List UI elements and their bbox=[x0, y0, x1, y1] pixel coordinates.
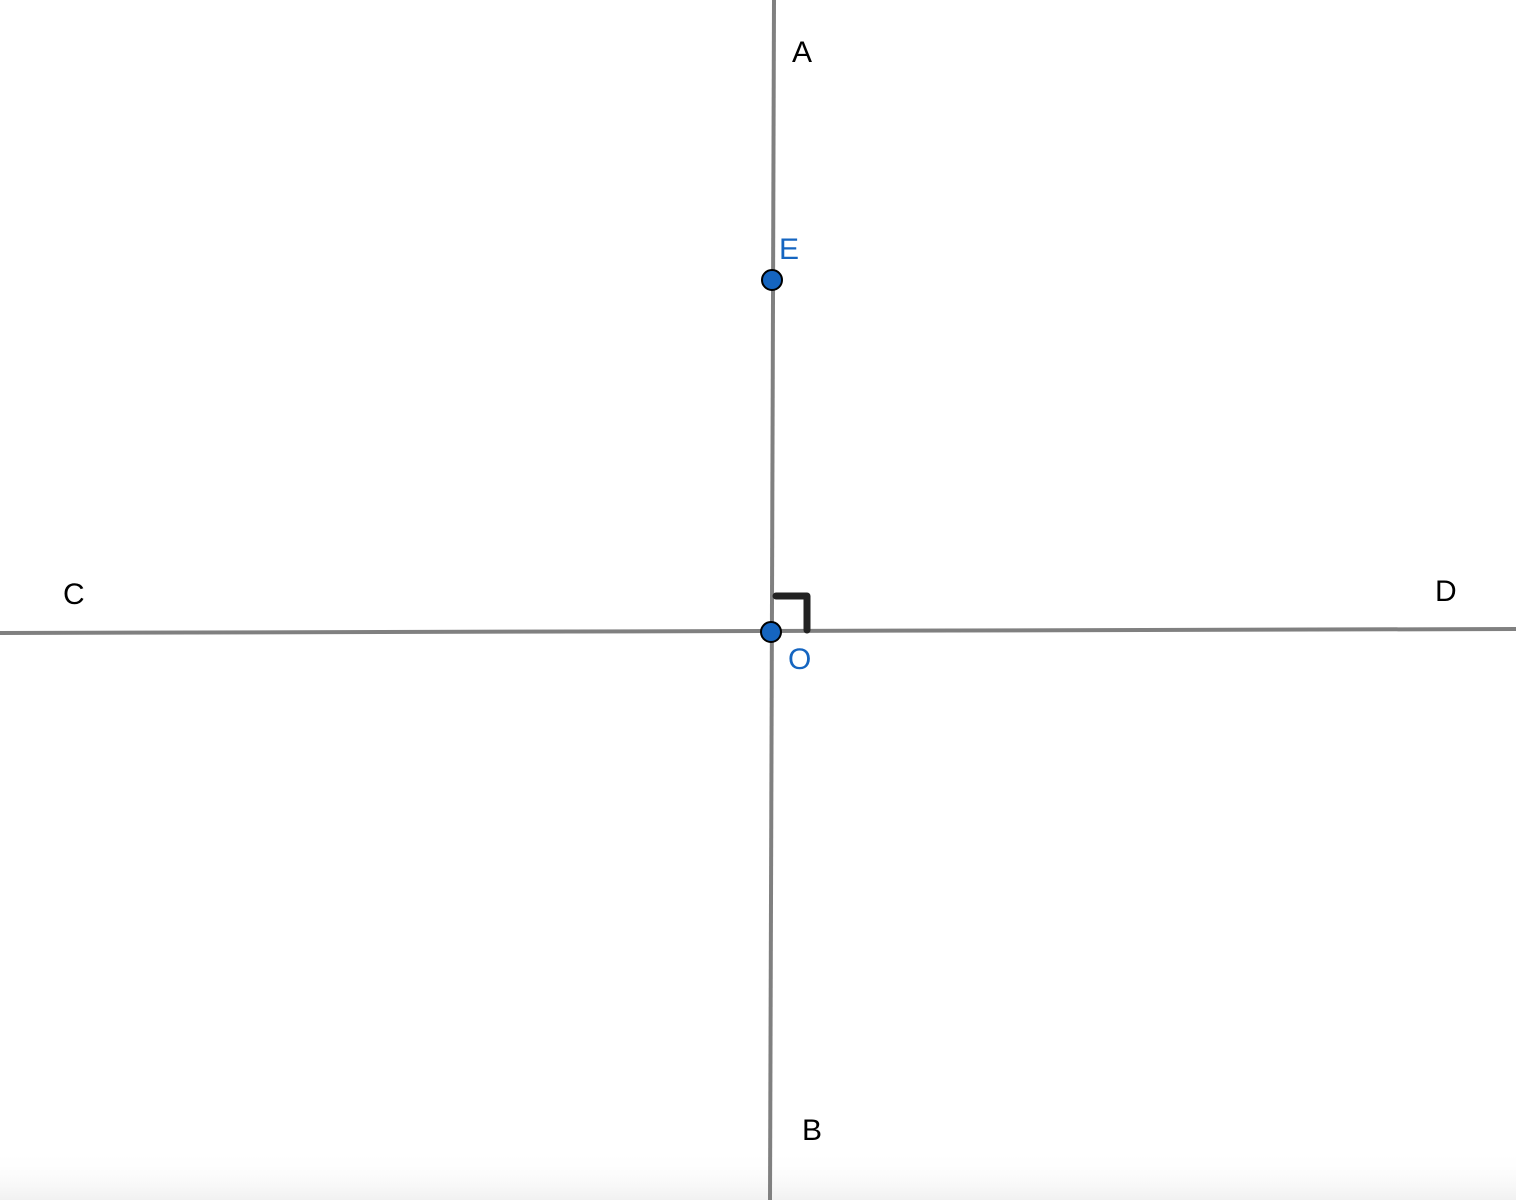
label-c: C bbox=[63, 578, 85, 611]
label-a: A bbox=[792, 36, 812, 69]
label-d: D bbox=[1435, 575, 1457, 608]
label-e: E bbox=[779, 233, 799, 266]
point-o[interactable] bbox=[760, 621, 782, 643]
label-b: B bbox=[802, 1114, 822, 1147]
right-angle-icon bbox=[772, 592, 811, 634]
label-o: O bbox=[788, 643, 811, 676]
point-e[interactable] bbox=[761, 269, 783, 291]
bottom-shade bbox=[0, 1150, 1516, 1200]
line-cd[interactable] bbox=[0, 627, 1516, 635]
line-ab[interactable] bbox=[768, 0, 776, 1200]
